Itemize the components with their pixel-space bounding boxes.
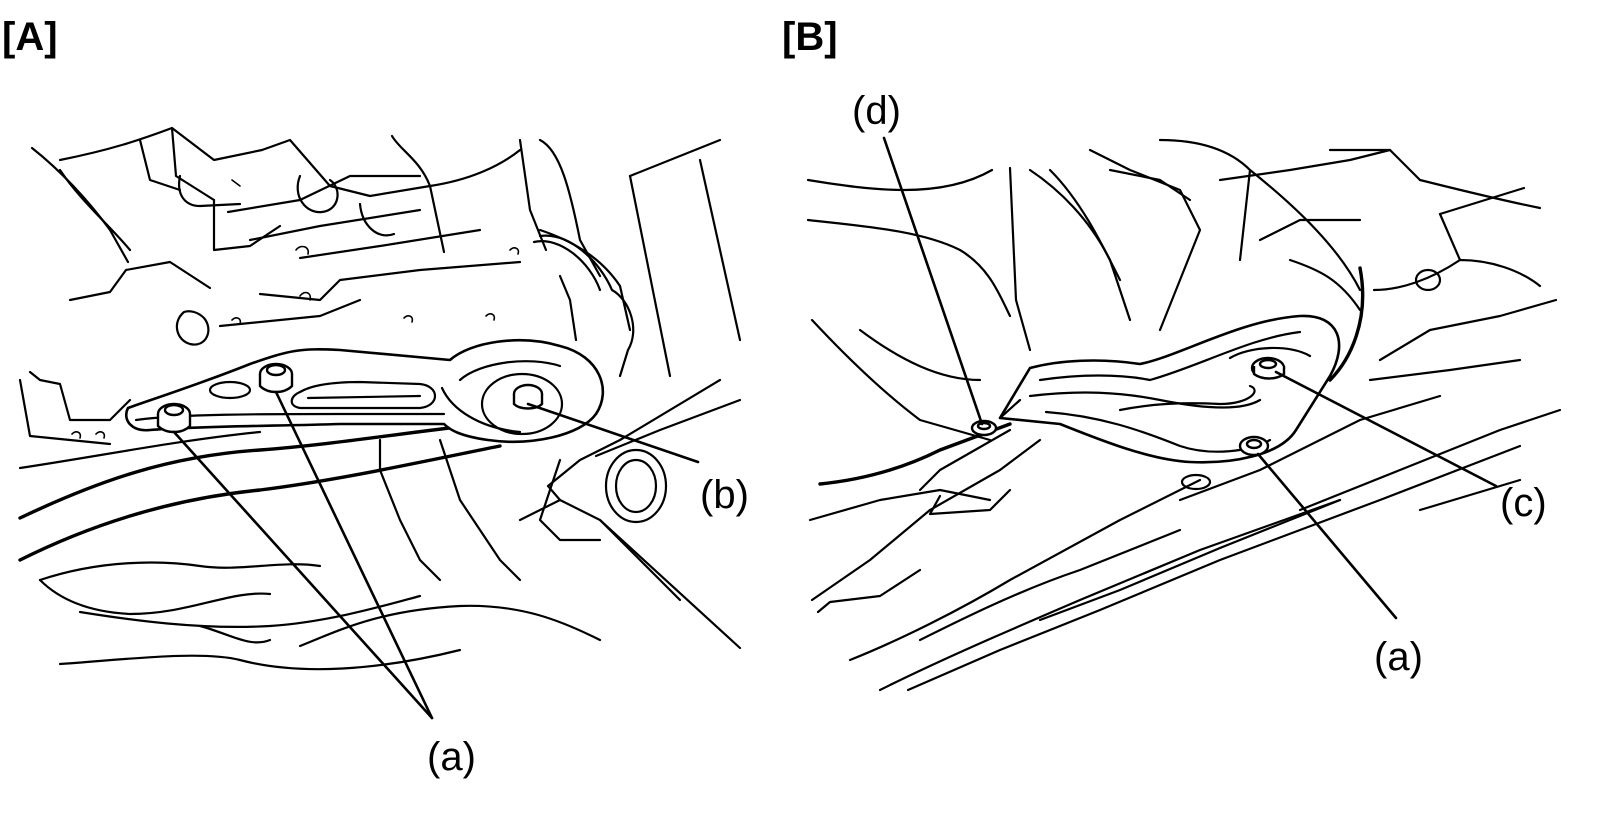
panel-b-bracket bbox=[918, 314, 1341, 492]
panel-a-torque-rod bbox=[125, 339, 605, 444]
panel-b-bolts bbox=[970, 356, 1286, 457]
panel-b-bolt-a bbox=[1238, 435, 1270, 457]
panel-b: [B] bbox=[782, 15, 1562, 692]
panel-b-bolt-c bbox=[1250, 356, 1286, 380]
panel-a-bolt-b bbox=[512, 383, 544, 410]
panel-a-background-structure bbox=[18, 126, 742, 671]
panel-a-label: [A] bbox=[2, 15, 58, 59]
panel-b-callout-c: (c) bbox=[1500, 481, 1547, 525]
panel-b-callout-a: (a) bbox=[1374, 635, 1423, 679]
panel-b-label: [B] bbox=[782, 15, 838, 59]
panel-b-background-structure bbox=[806, 138, 1562, 692]
panel-a-callout-b: (b) bbox=[700, 473, 749, 517]
panel-a-bolt-a-left bbox=[156, 402, 192, 434]
panel-a-callout-a: (a) bbox=[427, 735, 476, 779]
panel-a-bolts bbox=[156, 362, 544, 434]
panel-b-bolt-d bbox=[970, 419, 998, 437]
panel-b-leader-lines bbox=[882, 136, 1498, 620]
panel-a-bolt-a-right bbox=[258, 362, 294, 394]
panel-a-leader-lines bbox=[172, 390, 700, 720]
panel-b-callout-d: (d) bbox=[852, 89, 901, 133]
panel-a: [A] bbox=[2, 15, 749, 779]
